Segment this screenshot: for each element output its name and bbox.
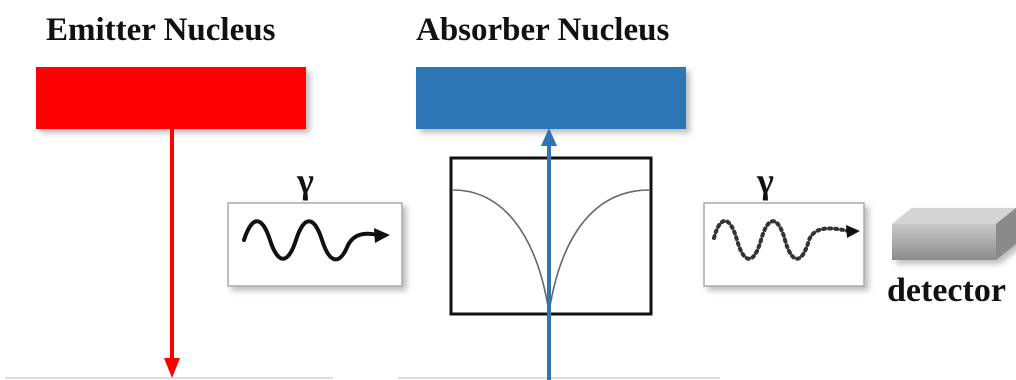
emitter-nucleus-bar — [36, 67, 306, 129]
transmitted-photon-box — [703, 202, 865, 287]
emitted-gamma-symbol: γ — [297, 161, 314, 201]
emitted-photon-arrowhead — [374, 228, 390, 243]
absorber-nucleus-bar — [416, 67, 686, 129]
emitted-photon-box — [227, 202, 403, 287]
detector-icon — [892, 208, 1016, 260]
absorption-arrowhead — [541, 128, 557, 146]
transmitted-gamma-symbol: γ — [757, 161, 774, 201]
transmitted-photon-arrowhead — [846, 225, 860, 238]
absorber-nucleus-title: Absorber Nucleus — [416, 12, 670, 48]
detector-label: detector — [887, 272, 1006, 309]
transmitted-photon-wave-icon — [712, 219, 850, 261]
emission-arrowhead — [164, 358, 180, 378]
emitter-nucleus-title: Emitter Nucleus — [46, 12, 276, 48]
absorption-dip-curve — [452, 189, 650, 313]
emitted-photon-wave-icon — [242, 219, 380, 262]
